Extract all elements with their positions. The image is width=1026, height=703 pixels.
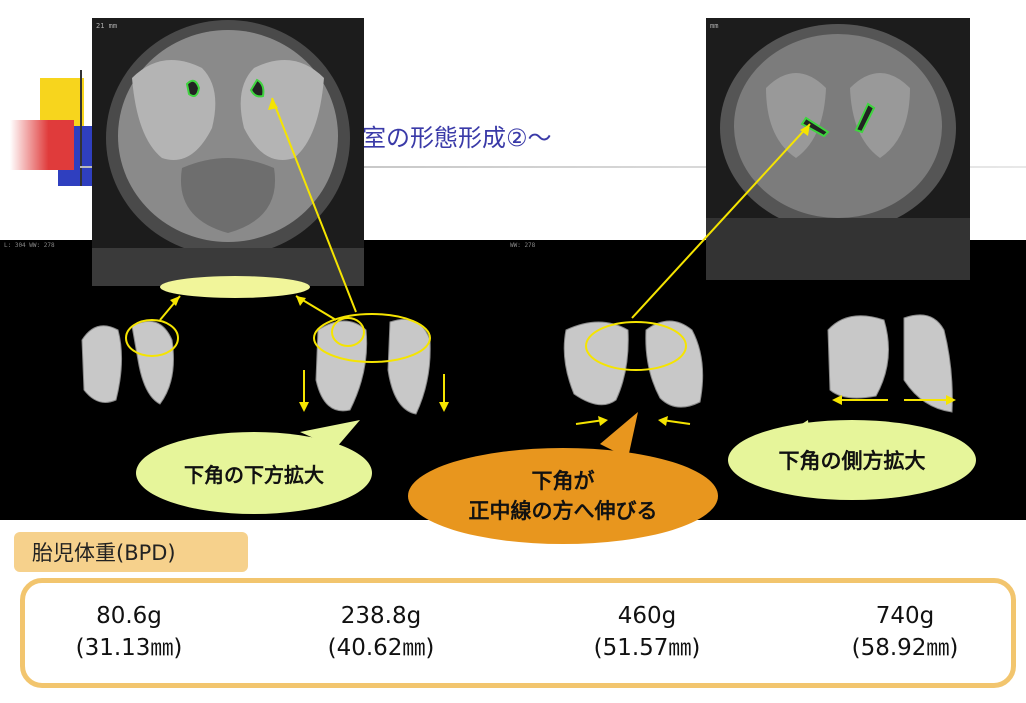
- weight-section-label-text: 胎児体重(BPD): [32, 541, 176, 565]
- highlight-ellipse-2: [313, 313, 431, 363]
- callout-tail-midline: [600, 412, 638, 458]
- strip-label-left: L: 304 WW: 278: [4, 242, 55, 249]
- mri-scan-left: 21 mm: [92, 18, 364, 286]
- weight-section-label: 胎児体重(BPD): [14, 532, 248, 572]
- ventricle-render-4-left: [827, 315, 889, 399]
- bpd-value: (58.92㎜): [851, 635, 959, 661]
- deco-red-square: [10, 120, 74, 170]
- weight-panel: [20, 578, 1016, 688]
- weight-item-3: 460g (51.57㎜): [562, 600, 732, 664]
- mri-scan-right: mm: [706, 18, 970, 280]
- callout-inferior-downward: 下角の下方拡大: [136, 432, 372, 514]
- scan-left-glow: [160, 276, 310, 298]
- callout-lateral-text: 下角の側方拡大: [778, 449, 926, 473]
- weight-item-2: 238.8g (40.62㎜): [296, 600, 466, 664]
- callout-midline-line2: 正中線の方へ伸びる: [468, 499, 658, 523]
- highlight-ellipse-2-inner: [331, 317, 365, 347]
- ventricle-render-1-right: [131, 320, 174, 405]
- bpd-value: (51.57㎜): [593, 635, 701, 661]
- callout-midline-line1: 下角が: [531, 469, 595, 493]
- ventricle-render-2-right: [387, 318, 431, 415]
- weight-item-1: 80.6g (31.13㎜): [44, 600, 214, 664]
- bpd-value: (31.13㎜): [75, 635, 183, 661]
- callout-inferior-downward-text: 下角の下方拡大: [184, 462, 324, 487]
- ventricle-render-3-left: [563, 321, 629, 406]
- highlight-ellipse-1: [125, 319, 179, 357]
- weight-value: 80.6g: [96, 603, 162, 629]
- callout-lateral: 下角の側方拡大: [728, 420, 976, 500]
- weight-value: 740g: [875, 603, 935, 629]
- ventricle-render-3-right: [645, 320, 704, 408]
- weight-value: 460g: [617, 603, 677, 629]
- strip-label-mid: WW: 278: [510, 242, 536, 249]
- ventricle-render-2-left: [315, 320, 368, 412]
- weight-value: 238.8g: [340, 603, 422, 629]
- title-rule: [80, 166, 1026, 168]
- callout-midline: 下角が 正中線の方へ伸びる: [408, 448, 718, 544]
- scan-label-right: mm: [710, 22, 719, 30]
- ventricle-render-4-right: [903, 314, 953, 413]
- bpd-value: (40.62㎜): [327, 635, 435, 661]
- mri-brain-right-image: [706, 18, 970, 280]
- scan-label-left: 21 mm: [96, 22, 118, 30]
- deco-vertical-line: [80, 70, 82, 186]
- callout-tail-inferior: [300, 420, 360, 448]
- weight-item-4: 740g (58.92㎜): [820, 600, 990, 664]
- slide-title: 室の形態形成②〜: [362, 124, 552, 152]
- ventricle-render-1-left: [81, 325, 123, 403]
- mri-brain-left-image: [92, 18, 364, 286]
- highlight-ellipse-3: [585, 321, 687, 371]
